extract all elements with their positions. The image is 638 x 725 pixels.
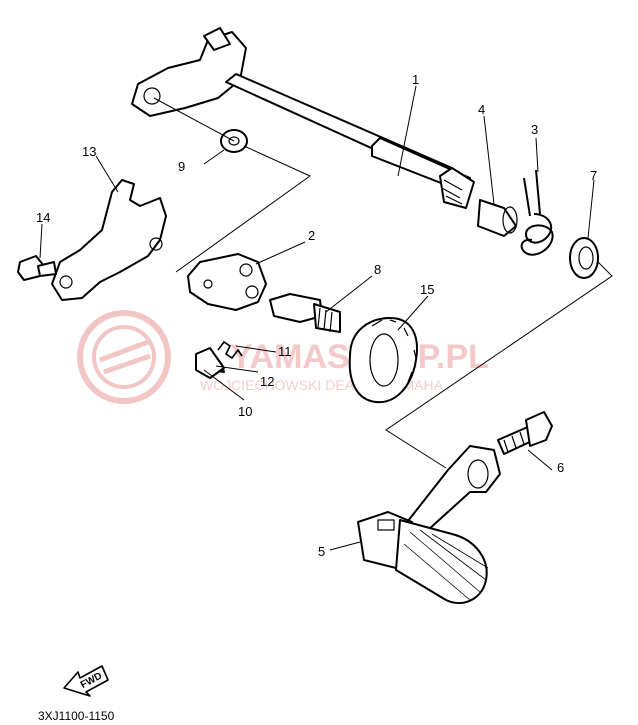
part-1-shift-shaft: [131, 27, 475, 209]
leader-lines: [39, 85, 613, 551]
part-5-shift-pedal: [357, 445, 501, 605]
callout-1: 1: [412, 72, 419, 87]
callout-13: 13: [82, 144, 96, 159]
callout-6: 6: [557, 460, 564, 475]
part-6-bolt: [497, 411, 553, 455]
callout-7: 7: [590, 168, 597, 183]
callout-15: 15: [420, 282, 434, 297]
callout-9: 9: [178, 159, 185, 174]
callout-5: 5: [318, 544, 325, 559]
part-3-spring: [520, 169, 554, 256]
callout-4: 4: [478, 102, 485, 117]
part-13-stopper-lever: [51, 179, 167, 301]
part-15-segment: [348, 317, 418, 404]
callout-8: 8: [374, 262, 381, 277]
callout-3: 3: [531, 122, 538, 137]
part-14-bolt: [17, 255, 57, 281]
part-10-stopper-plate: [195, 347, 225, 379]
callout-2: 2: [308, 228, 315, 243]
part-11-spring: [217, 340, 243, 360]
part-7-oil-seal: [569, 237, 599, 279]
callout-12: 12: [260, 374, 274, 389]
drawing-code: 3XJ1100-1150: [38, 709, 115, 723]
fwd-arrow: FWD: [63, 665, 109, 697]
callouts: 1 2 3 4 5 6 7 8 9 10 11 12 13 14 15: [36, 72, 597, 559]
callout-10: 10: [238, 404, 252, 419]
callout-14: 14: [36, 210, 50, 225]
part-8-bolt: [269, 293, 341, 333]
watermark-logo: [77, 310, 171, 404]
part-4-collar: [477, 199, 518, 237]
part-2-segment: [187, 253, 267, 311]
callout-11: 11: [278, 344, 292, 359]
